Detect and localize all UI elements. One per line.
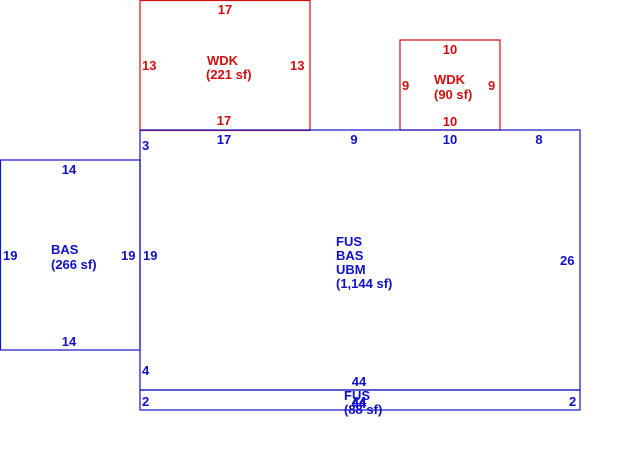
main-area: 17 9 10 8 3 19 4 26 44 FUS BAS UBM (1,14… (139, 129, 581, 391)
wdk-small-left-dim: 9 (402, 78, 409, 93)
wdk-large-top-dim: 17 (218, 2, 232, 17)
wdk-small-area: 10 10 9 9 WDK (90 sf) (399, 39, 501, 131)
wdk-large-bottom-dim: 17 (217, 113, 231, 128)
wdk-large-left-dim: 13 (142, 58, 156, 73)
wdk-small-area-text: (90 sf) (434, 87, 472, 102)
wdk-small-label: WDK (434, 72, 466, 87)
bas-left-area-text: (266 sf) (51, 257, 97, 272)
main-area-text: (1,144 sf) (336, 276, 392, 291)
wdk-small-bottom-dim: 10 (443, 114, 457, 129)
main-left-dim-2: 19 (143, 248, 157, 263)
wdk-large-label: WDK (207, 53, 239, 68)
fus-strip-right-dim: 2 (569, 394, 576, 409)
bas-left-label: BAS (51, 242, 79, 257)
main-top-dim-3: 10 (443, 132, 457, 147)
fus-strip-label: FUS (344, 388, 370, 403)
main-left-dim-3: 4 (142, 363, 150, 378)
bas-left-top-dim: 14 (62, 162, 77, 177)
main-label-fus: FUS (336, 234, 362, 249)
bas-left-bottom-dim: 14 (62, 334, 77, 349)
main-right-dim: 26 (560, 253, 574, 268)
fus-strip-outline (139, 389, 581, 411)
main-label-bas: BAS (336, 248, 364, 263)
main-left-dim-1: 3 (142, 138, 149, 153)
wdk-small-right-dim: 9 (488, 78, 495, 93)
fus-strip-bottom-dim: 44 (352, 396, 367, 411)
main-top-dim-4: 8 (535, 132, 542, 147)
wdk-large-area: 17 17 13 13 WDK (221 sf) (139, 0, 311, 132)
fus-strip-area-text: (88 sf) (344, 402, 382, 417)
bas-left-area: 14 14 19 19 BAS (266 sf) (0, 159, 141, 351)
main-top-dim-1: 17 (217, 132, 231, 147)
main-label-ubm: UBM (336, 262, 366, 277)
fus-strip-left-dim: 2 (142, 394, 149, 409)
main-top-dim-2: 9 (350, 132, 357, 147)
fus-strip-area: 44 44 2 2 FUS (88 sf) (139, 388, 581, 417)
wdk-small-top-dim: 10 (443, 42, 457, 57)
bas-left-left-dim: 19 (3, 248, 17, 263)
main-bottom-dim: 44 (352, 374, 367, 389)
wdk-large-right-dim: 13 (290, 58, 304, 73)
bas-left-right-dim: 19 (121, 248, 135, 263)
wdk-large-area-text: (221 sf) (206, 67, 252, 82)
fus-strip-top-dim: 44 (352, 394, 367, 409)
